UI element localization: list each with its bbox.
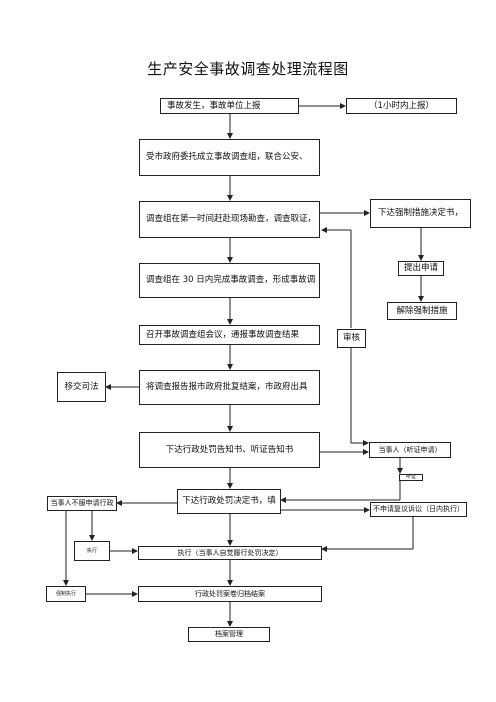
transfer-box: 移交司法 — [57, 372, 106, 402]
coercive-box: 下达强制措施决定书， — [370, 199, 471, 228]
complete-box: 调查组在 30 日内完成事故调查，形成事故调 — [139, 263, 320, 298]
review-box: 审核 — [337, 329, 366, 348]
meeting-box: 召开事故调查组会议，通报事故调查结果 — [139, 325, 320, 345]
notice-box: 下达行政处罚告知书、听证告知书 — [139, 432, 320, 468]
right-mid-box: 不申请复议诉讼（日内执行） — [370, 502, 467, 517]
execute-box: 执行（当事人自觉履行处罚决定） — [138, 546, 322, 560]
apply-box: 提出申请 — [398, 261, 444, 276]
left-top-box: 当事人不服申请行政 — [47, 496, 117, 511]
investigate-box: 调查组在第一时间赶赴现场勘查，调查取证， — [139, 201, 320, 238]
report-box: 事故发生，事故单位上报 — [160, 98, 299, 114]
lift-box: 解除强制措施 — [387, 302, 457, 320]
party-small-box: 听证 — [399, 474, 423, 481]
party-box: 当事人（听证申请） — [369, 442, 451, 458]
page-title: 生产安全事故调查处理流程图 — [147, 60, 349, 78]
left-bottom-box: 强制执行 — [46, 586, 86, 602]
close-case-box: 行政处罚案卷归档结案 — [138, 586, 322, 602]
archive-box: 档案管理 — [188, 627, 270, 642]
report-time-box: （1小时内上报） — [346, 98, 457, 114]
decision-box: 下达行政处罚决定书，填 — [177, 489, 281, 514]
small-execute-box: 执行 — [74, 541, 110, 561]
approve-box: 将调查报告报市政府批复结案，市政府出具 — [139, 370, 320, 405]
entrust-box: 受市政府委托成立事故调查组，联合公安、 — [139, 139, 320, 176]
